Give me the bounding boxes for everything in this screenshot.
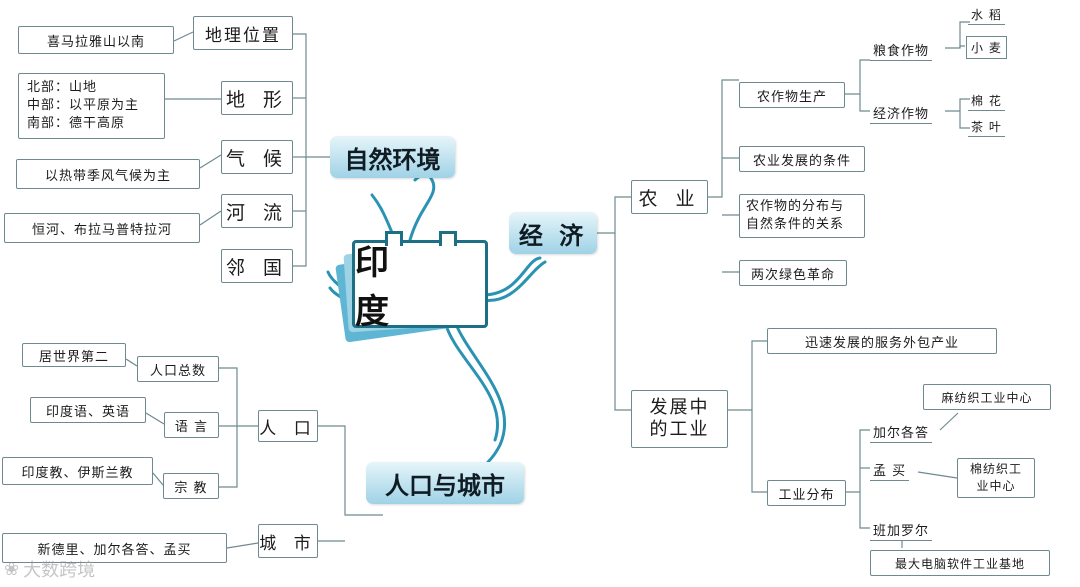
industry-line-1: 发展中 [649, 397, 710, 418]
economy-title: 经 济 [518, 221, 588, 250]
language-detail-text: 印度语、英语 [45, 404, 130, 420]
watermark: ❀ 大数跨境 [4, 556, 95, 582]
grain-crops: 粮食作物 [870, 40, 933, 61]
neighbors-label: 邻 国 [225, 256, 289, 279]
outsourcing-node: 迅速发展的服务外包产业 [767, 328, 997, 354]
center-title: 印 度 [355, 243, 409, 332]
crop-distribution-line-1: 农作物的分布与 [746, 199, 845, 214]
grain-crops-label: 粮食作物 [873, 44, 930, 59]
population-label: 人 口 [259, 418, 317, 439]
terrain-detail: 北部：山地 中部：以平原为主 南部：德干高原 [18, 73, 165, 139]
kolkata-detail-text: 麻纺织工业中心 [941, 390, 1033, 405]
population-cities-node: 人口与城市 [366, 462, 524, 504]
green-revolution-label: 两次绿色革命 [750, 267, 835, 283]
cotton-label: 棉 花 [971, 94, 1002, 108]
center-topic: 印 度 [352, 231, 488, 332]
population-total-detail-text: 居世界第二 [38, 349, 109, 365]
bangalore-detail: 最大电脑软件工业基地 [870, 550, 1050, 576]
location-label: 地理位置 [205, 25, 281, 46]
religion-detail-text: 印度教、伊斯兰教 [21, 465, 134, 481]
cash-crops-label: 经济作物 [873, 107, 930, 122]
mumbai-detail-line-2: 业中心 [976, 479, 1016, 493]
cities-detail-text: 新德里、加尔各答、孟买 [37, 542, 192, 558]
language-detail: 印度语、英语 [30, 397, 146, 423]
terrain-south: 南部：德干高原 [27, 116, 126, 131]
location-node: 地理位置 [193, 16, 293, 50]
watermark-text: 大数跨境 [23, 560, 96, 581]
location-detail: 喜马拉雅山以南 [18, 26, 174, 54]
outsourcing-label: 迅速发展的服务外包产业 [804, 335, 959, 351]
agri-conditions-node: 农业发展的条件 [739, 146, 865, 172]
climate-node: 气 候 [221, 140, 293, 174]
swirl-economy [480, 256, 542, 297]
language-label: 语 言 [174, 419, 209, 435]
industry-line-2: 的工业 [649, 419, 710, 440]
swirl-population [453, 320, 507, 464]
cities-detail: 新德里、加尔各答、孟买 [2, 533, 227, 563]
climate-label: 气 候 [225, 147, 289, 170]
crop-production-node: 农作物生产 [739, 82, 845, 108]
kolkata-industry: 加尔各答 [870, 422, 933, 443]
bangalore-detail-text: 最大电脑软件工业基地 [894, 556, 1025, 571]
terrain-north: 北部：山地 [27, 80, 98, 95]
agri-conditions-label: 农业发展的条件 [752, 153, 851, 169]
rice: 水 稻 [968, 6, 1005, 25]
climate-detail: 以热带季风气候为主 [16, 159, 200, 189]
cities-node: 城 市 [258, 524, 318, 558]
population-total-detail: 居世界第二 [22, 343, 126, 367]
language-node: 语 言 [164, 412, 219, 438]
crop-distribution-line-2: 自然条件的关系 [746, 217, 845, 232]
terrain-node: 地 形 [221, 81, 293, 115]
rivers-detail: 恒河、布拉马普特拉河 [4, 213, 200, 243]
terrain-label: 地 形 [225, 88, 289, 111]
nature-title: 自然环境 [344, 145, 441, 174]
mumbai-industry-label: 孟 买 [873, 464, 907, 479]
economy-node: 经 济 [509, 212, 597, 254]
rivers-label: 河 流 [225, 201, 289, 224]
industry-distribution-node: 工业分布 [767, 480, 846, 506]
wheat: 小 麦 [966, 36, 1007, 59]
bangalore-industry-label: 班加罗尔 [873, 524, 930, 539]
rivers-node: 河 流 [221, 194, 293, 228]
religion-label: 宗 教 [174, 480, 208, 496]
population-node: 人 口 [258, 410, 318, 442]
industry-distribution-label: 工业分布 [778, 487, 835, 503]
terrain-middle: 中部：以平原为主 [27, 98, 140, 113]
cities-label: 城 市 [259, 533, 317, 554]
kolkata-industry-label: 加尔各答 [873, 426, 930, 441]
green-revolution-node: 两次绿色革命 [739, 260, 847, 286]
neighbors-node: 邻 国 [221, 249, 293, 283]
cotton: 棉 花 [968, 92, 1005, 111]
tea: 茶 叶 [968, 118, 1005, 137]
wheat-label: 小 麦 [971, 41, 1002, 55]
agriculture-node: 农 业 [631, 180, 708, 214]
industry-node: 发展中 的工业 [631, 390, 728, 448]
crop-distribution-node: 农作物的分布与 自然条件的关系 [739, 194, 865, 238]
climate-detail-text: 以热带季风气候为主 [44, 168, 171, 184]
logo-icon: ❀ [4, 558, 20, 580]
bangalore-industry: 班加罗尔 [870, 520, 933, 541]
nature-spine [293, 33, 307, 267]
kolkata-detail: 麻纺织工业中心 [923, 384, 1051, 410]
location-detail-text: 喜马拉雅山以南 [46, 34, 145, 50]
agriculture-label: 农 业 [638, 187, 701, 210]
rice-label: 水 稻 [971, 8, 1002, 22]
nature-node: 自然环境 [330, 136, 455, 178]
population-total-node: 人口总数 [137, 356, 219, 382]
rivers-detail-text: 恒河、布拉马普特拉河 [31, 222, 172, 238]
population-cities-title: 人口与城市 [385, 471, 505, 500]
mumbai-detail: 棉纺织工 业中心 [957, 458, 1035, 498]
mumbai-detail-line-1: 棉纺织工 [969, 462, 1022, 476]
crop-production-label: 农作物生产 [756, 89, 827, 105]
tea-label: 茶 叶 [971, 120, 1002, 134]
population-total-label: 人口总数 [149, 363, 206, 379]
mumbai-industry: 孟 买 [870, 460, 910, 481]
religion-detail: 印度教、伊斯兰教 [2, 457, 153, 485]
religion-node: 宗 教 [163, 473, 219, 499]
cash-crops: 经济作物 [870, 103, 933, 124]
swirl-nature [408, 173, 436, 242]
